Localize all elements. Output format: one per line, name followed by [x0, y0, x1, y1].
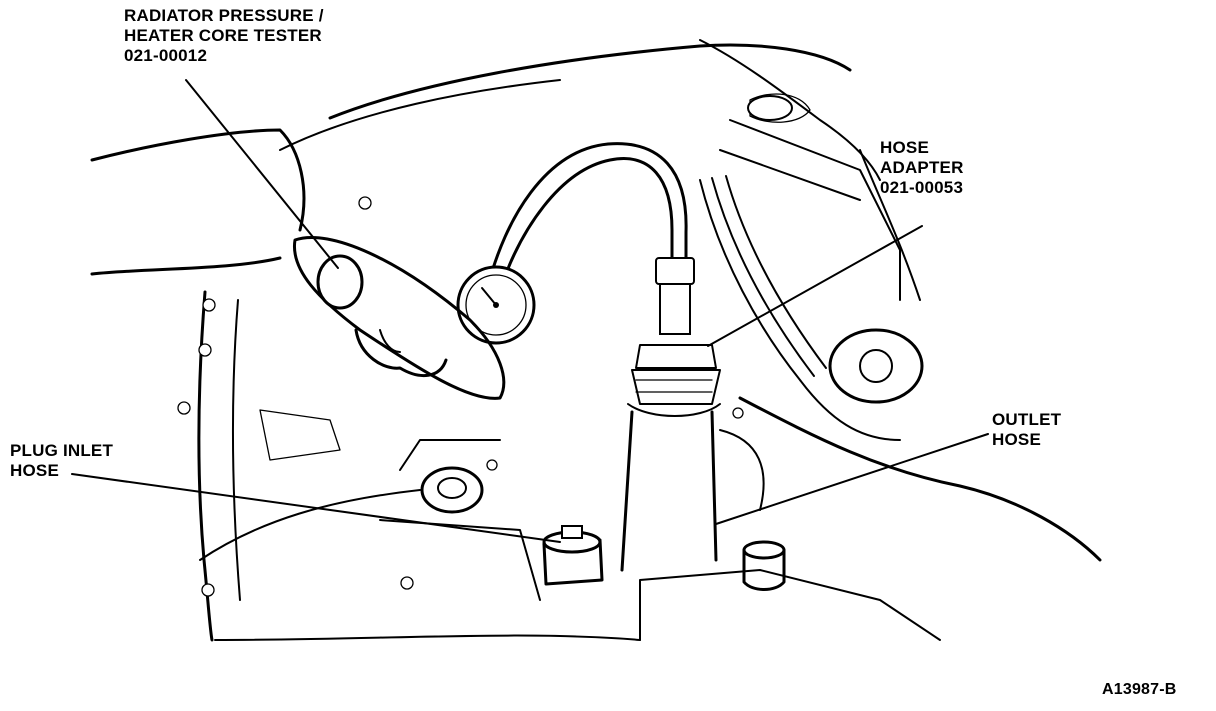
inlet-hose-plug — [542, 525, 604, 586]
callout-tester: RADIATOR PRESSURE / HEATER CORE TESTER 0… — [124, 6, 324, 66]
callout-plug-line1: PLUG INLET — [10, 441, 114, 460]
leader-outlet — [715, 433, 989, 525]
reservoir-cap — [742, 540, 786, 591]
callout-adapter-line1: HOSE — [880, 138, 929, 157]
hood-fender-outline — [197, 39, 1102, 642]
outlet-hose — [620, 410, 765, 572]
callout-outlet: OUTLET HOSE — [992, 410, 1061, 450]
callout-plug: PLUG INLET HOSE — [10, 441, 113, 481]
fender-bolts — [177, 196, 744, 597]
callout-plug-line2: HOSE — [10, 461, 59, 480]
callout-tester-line1: RADIATOR PRESSURE / — [124, 6, 324, 25]
leader-lines — [71, 79, 989, 543]
callout-tester-line2: HEATER CORE TESTER — [124, 26, 322, 45]
pressure-gauge — [456, 265, 536, 345]
tester-hose — [486, 142, 688, 292]
engine-hardware — [259, 409, 541, 601]
leader-tester — [185, 79, 339, 269]
radiator-core — [719, 93, 901, 301]
callout-tester-line3: 021-00012 — [124, 46, 208, 65]
callout-outlet-line2: HOSE — [992, 430, 1041, 449]
hose-adapter — [627, 257, 721, 417]
leader-adapter — [707, 225, 923, 347]
callout-adapter-line2: ADAPTER — [880, 158, 964, 177]
figure-id: A13987-B — [1102, 681, 1177, 698]
callout-outlet-line1: OUTLET — [992, 410, 1062, 429]
tester-pump-and-hand — [90, 128, 506, 400]
leader-plug — [71, 473, 561, 543]
callout-adapter-line3: 021-00053 — [880, 178, 964, 197]
callout-adapter: HOSE ADAPTER 021-00053 — [880, 138, 964, 198]
right-side-wiring — [699, 175, 924, 441]
